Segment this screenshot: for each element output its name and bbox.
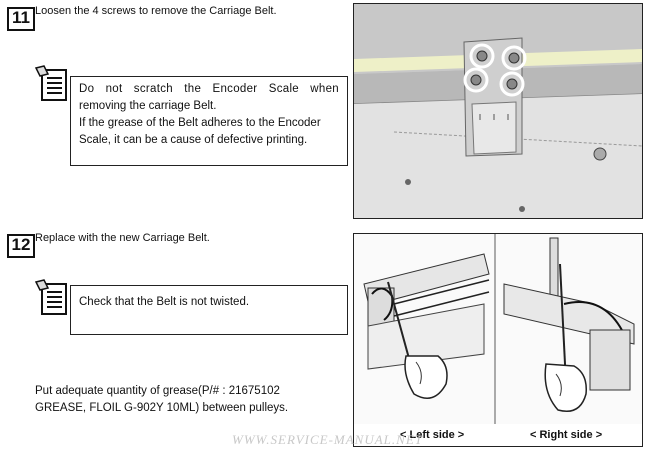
step-12-title: Replace with the new Carriage Belt.	[35, 232, 210, 244]
watermark: WWW.SERVICE-MANUAL.NET	[232, 432, 423, 447]
note-line: If the grease of the Belt adheres to the…	[79, 117, 321, 129]
step-12-note: Check that the Belt is not twisted.	[70, 285, 348, 335]
left-side-caption: < Left side >	[400, 429, 465, 441]
step-11-title: Loosen the 4 screws to remove the Carria…	[35, 5, 277, 17]
note-line: Do not scratch the Encoder Scale when	[79, 83, 339, 95]
right-side-caption: < Right side >	[530, 429, 603, 441]
carriage-belt-screws-photo	[353, 3, 643, 219]
grease-line: GREASE, FLOIL G-902Y 10ML) between pulle…	[35, 402, 289, 414]
step-number-12: 12	[7, 234, 35, 258]
note-line: Check that the Belt is not twisted.	[79, 296, 250, 308]
grease-line: Put adequate quantity of grease(P/# : 21…	[35, 385, 280, 397]
grease-instruction: Put adequate quantity of grease(P/# : 21…	[35, 383, 345, 417]
note-line: removing the carriage Belt.	[79, 100, 217, 112]
step-number-11: 11	[7, 7, 35, 31]
step-11-note: Do not scratch the Encoder Scale when re…	[70, 76, 348, 166]
note-memo-icon	[34, 64, 70, 104]
note-memo-icon	[34, 278, 70, 318]
note-line: Scale, it can be a cause of defective pr…	[79, 134, 308, 146]
replace-belt-photo: < Left side > < Right side >	[353, 233, 643, 447]
